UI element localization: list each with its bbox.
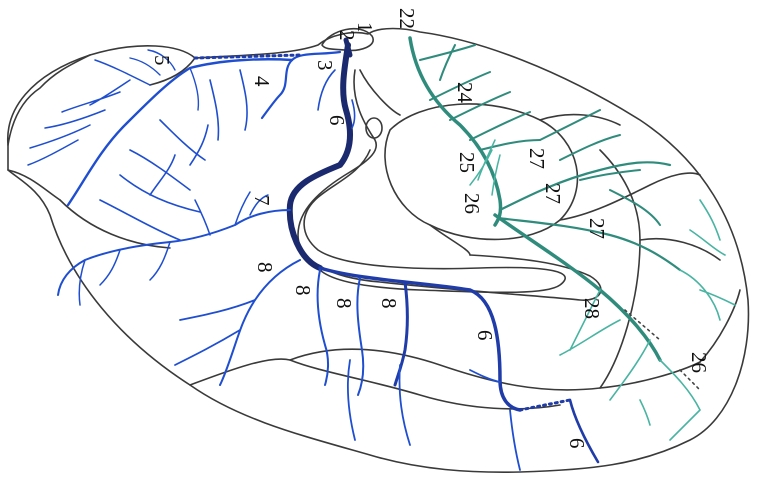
- artery-trunk-pericallosal: [318, 266, 522, 412]
- frontal-lobule-outline: [149, 57, 196, 86]
- label-3: 3: [313, 60, 337, 71]
- label-4: 4: [250, 76, 274, 87]
- artery-branch-24: [419, 44, 541, 151]
- cuneus-boundary: [559, 172, 701, 221]
- label-26-lower: 26: [687, 352, 711, 373]
- artery-cingulate-branches: [174, 299, 501, 446]
- label-24: 24: [453, 82, 477, 104]
- label-27-c: 27: [585, 218, 609, 239]
- artery-branch-3: [317, 69, 336, 111]
- artery-branch-6-lower: [568, 398, 600, 464]
- calcarine-sulcus: [639, 237, 721, 261]
- label-28: 28: [580, 298, 604, 319]
- frontal-sulcus-a: [59, 199, 171, 249]
- artery-branch-8b: [316, 269, 329, 386]
- artery-branch-22: [408, 36, 503, 227]
- artery-dotted-connection: [518, 398, 572, 412]
- artery-trunk-dark: [286, 42, 353, 271]
- artery-branch-7b: [78, 191, 269, 306]
- anterior-commissure-outline: [365, 117, 383, 139]
- brain-outline-group: [7, 27, 750, 473]
- marginal-sulcus: [429, 224, 471, 256]
- label-6-mid: 6: [473, 330, 497, 341]
- artery-branch-6-upper: [351, 99, 356, 129]
- precuneus-boundary: [539, 113, 621, 126]
- artery-branch-27b: [496, 216, 682, 272]
- label-group: 1 2 3 4 5 6 7 8 8 8 8 6 6 22 24 25 26 27…: [150, 8, 711, 449]
- septum-outline: [359, 69, 401, 116]
- label-8-a: 8: [253, 262, 277, 273]
- artery-branch-8a: [219, 259, 301, 386]
- occipital-lower-outline: [699, 289, 741, 363]
- corpus-callosum-inner: [303, 149, 566, 294]
- artery-branch-8c: [356, 277, 365, 396]
- artery-segment-1: [343, 37, 353, 58]
- label-5: 5: [150, 55, 174, 66]
- label-8-c: 8: [332, 298, 356, 309]
- label-6-upper: 6: [325, 115, 349, 126]
- artery-branch-5b: [27, 59, 151, 166]
- artery-frontal-branches: [99, 69, 248, 241]
- artery-branch-occipital: [559, 199, 736, 441]
- artery-branch-27a: [498, 161, 672, 212]
- label-27-a: 27: [525, 148, 549, 169]
- label-22: 22: [395, 8, 419, 29]
- artery-dotted-occipital: [624, 309, 701, 391]
- label-7: 7: [250, 195, 274, 206]
- label-1: 1: [353, 22, 377, 33]
- artery-branch-4: [260, 50, 342, 120]
- cingulate-gyrus-outline: [289, 348, 701, 391]
- artery-branch-5: [66, 58, 294, 207]
- olfactory-bulb-outline: [321, 27, 374, 52]
- label-8-b: 8: [291, 285, 315, 296]
- anterior-artery-group: [27, 37, 600, 471]
- label-27-b: 27: [541, 183, 565, 204]
- artery-branch-25: [469, 139, 501, 196]
- label-2: 2: [335, 30, 359, 41]
- posterior-artery-group: [408, 36, 736, 441]
- artery-branch-8d: [393, 280, 409, 387]
- label-26-upper: 26: [460, 193, 484, 214]
- parieto-occipital-sulcus: [599, 149, 641, 389]
- cingulate-lower-outline: [189, 358, 561, 410]
- label-8-d: 8: [377, 298, 401, 309]
- label-6-lower: 6: [565, 438, 589, 449]
- artery-branch-7: [57, 209, 291, 296]
- artery-branch-27c: [539, 109, 661, 226]
- artery-dotted-top: [193, 53, 302, 60]
- occipital-pole-outline: [7, 54, 91, 146]
- corpus-callosum-outer: [297, 69, 602, 301]
- label-25: 25: [455, 152, 479, 173]
- artery-branch-5c: [129, 49, 200, 111]
- artery-branch-lower-b: [509, 409, 521, 471]
- frontal-sulcus-b: [7, 169, 61, 201]
